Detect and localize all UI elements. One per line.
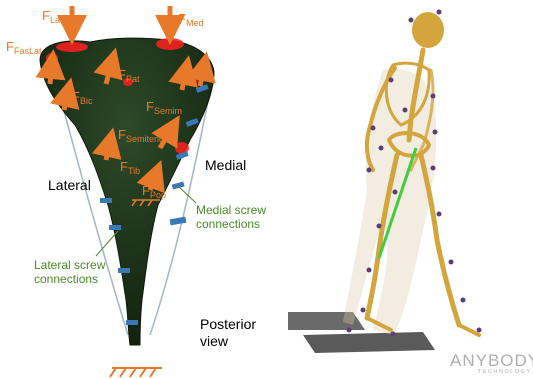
lateral-screw-line2: connections xyxy=(34,272,105,286)
force-label-semitend: FSemitend xyxy=(118,128,164,144)
force-label-lat: FLat xyxy=(42,9,62,25)
floor-plate-front xyxy=(303,332,435,353)
force-label-tib: FTib xyxy=(120,160,140,176)
skeleton-model xyxy=(283,0,533,379)
lateral-label: Lateral xyxy=(48,178,91,192)
medial-screw-line2: connections xyxy=(196,217,266,231)
force-label-faslat: FFasLat xyxy=(6,40,41,56)
anybody-logo-subtitle: TECHNOLOGY xyxy=(478,370,532,376)
force-label-bic: FBic xyxy=(72,90,92,106)
posterior-line: Posterior xyxy=(200,316,256,333)
lateral-screw-leader xyxy=(96,231,118,256)
force-label-semim: FSemim xyxy=(146,100,182,116)
anybody-logo: ANYBODY xyxy=(450,352,533,369)
force-label-pop: FPop xyxy=(142,184,166,200)
medial-label: Medial xyxy=(205,158,246,172)
posterior-view-label: Posterior view xyxy=(200,316,256,350)
medial-screw-annotation: Medial screw connections xyxy=(196,203,266,231)
fixed-support xyxy=(110,368,162,377)
view-line: view xyxy=(200,333,256,350)
lateral-screw-annotation: Lateral screw connections xyxy=(34,258,105,286)
medial-screw-line1: Medial screw xyxy=(196,203,266,217)
force-label-pat: FPat xyxy=(118,68,139,84)
force-label-med: FMed xyxy=(178,12,203,28)
lateral-screw-line1: Lateral screw xyxy=(34,258,105,272)
